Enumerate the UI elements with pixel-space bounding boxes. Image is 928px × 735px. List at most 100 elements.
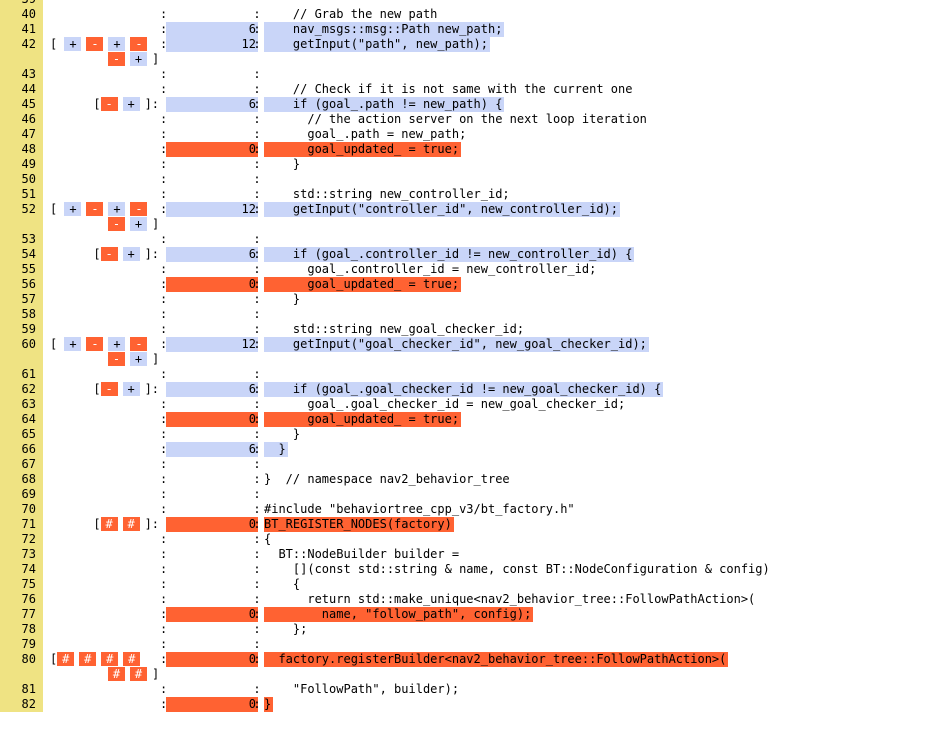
branch-taken-marker: + xyxy=(130,217,147,231)
line-number: 56 xyxy=(0,277,43,292)
line-number: 40 xyxy=(0,7,43,22)
code-line: 46:: // the action server on the next lo… xyxy=(0,112,928,127)
execution-count xyxy=(166,502,258,517)
code-line: 44:: // Check if it is not same with the… xyxy=(0,82,928,97)
code-line: 43:: xyxy=(0,67,928,82)
branch-taken-marker: + xyxy=(108,37,126,51)
line-number: 55 xyxy=(0,262,43,277)
line-number: 48 xyxy=(0,142,43,157)
separator: : xyxy=(160,637,168,651)
execution-count xyxy=(166,637,258,652)
separator: : xyxy=(253,97,261,111)
branch-taken-marker: + xyxy=(130,52,147,66)
source-code: goal_updated_ = true; xyxy=(264,277,462,292)
separator: : xyxy=(160,172,168,186)
execution-count xyxy=(166,592,258,607)
execution-count: 6 xyxy=(166,22,258,37)
code-line: 70::#include "behaviortree_cpp_v3/bt_fac… xyxy=(0,502,928,517)
line-number: 60 xyxy=(0,337,43,352)
execution-count xyxy=(166,577,258,592)
separator: : xyxy=(253,472,261,486)
source-code: } xyxy=(264,292,301,306)
separator: : xyxy=(160,652,168,666)
separator: : xyxy=(160,82,168,96)
separator: : xyxy=(253,172,261,186)
separator: : xyxy=(160,472,168,486)
separator: : xyxy=(160,502,168,516)
code-line: 76:: return std::make_unique<nav2_behavi… xyxy=(0,592,928,607)
separator: : xyxy=(160,592,168,606)
execution-count: 12 xyxy=(166,37,258,52)
code-line: 73:: BT::NodeBuilder builder = xyxy=(0,547,928,562)
separator: : xyxy=(253,412,261,426)
execution-count: 0 xyxy=(166,412,258,427)
line-number: 68 xyxy=(0,472,43,487)
code-line: 67:: xyxy=(0,457,928,472)
line-number: 51 xyxy=(0,187,43,202)
execution-count xyxy=(166,427,258,442)
source-code: } xyxy=(264,442,288,457)
branch-coverage-markers: [-+]: xyxy=(50,97,160,111)
source-code xyxy=(264,232,266,247)
line-number: 72 xyxy=(0,532,43,547)
separator: : xyxy=(160,457,168,471)
branch-not-taken-marker: - xyxy=(86,37,104,51)
separator: : xyxy=(253,652,261,666)
separator: : xyxy=(160,142,168,156)
separator: : xyxy=(160,7,168,21)
execution-count xyxy=(166,112,258,127)
separator: : xyxy=(253,67,261,81)
source-code: getInput("goal_checker_id", new_goal_che… xyxy=(264,337,649,352)
line-number: 47 xyxy=(0,127,43,142)
branch-not-executed-marker: # xyxy=(122,517,140,531)
separator: : xyxy=(253,397,261,411)
source-code: { xyxy=(264,532,272,546)
line-number: 71 xyxy=(0,517,43,532)
separator: : xyxy=(253,277,261,291)
line-number: 65 xyxy=(0,427,43,442)
line-number: 78 xyxy=(0,622,43,637)
line-number: 58 xyxy=(0,307,43,322)
separator: : xyxy=(253,622,261,636)
source-code xyxy=(264,637,266,652)
execution-count xyxy=(166,457,258,472)
separator: : xyxy=(253,142,261,156)
branch-taken-marker: + xyxy=(64,337,82,351)
branch-taken-marker: + xyxy=(122,97,140,111)
separator: : xyxy=(253,382,261,396)
source-code xyxy=(264,367,266,382)
code-line: 78:: }; xyxy=(0,622,928,637)
separator: : xyxy=(160,157,168,171)
separator: : xyxy=(253,112,261,126)
source-code: BT::NodeBuilder builder = xyxy=(264,547,460,561)
line-number: 46 xyxy=(0,112,43,127)
separator: : xyxy=(160,532,168,546)
branch-coverage-markers: [##]: xyxy=(50,517,160,531)
separator: : xyxy=(253,547,261,561)
separator: : xyxy=(253,637,261,651)
separator: : xyxy=(253,7,261,21)
separator: : xyxy=(253,127,261,141)
source-code: goal_.controller_id = new_controller_id; xyxy=(264,262,597,276)
separator: : xyxy=(253,562,261,576)
separator: : xyxy=(253,502,261,516)
branch-continuation-line: -+] xyxy=(0,217,928,232)
execution-count xyxy=(166,487,258,502)
line-number: 49 xyxy=(0,157,43,172)
separator: : xyxy=(253,487,261,501)
branch-taken-marker: + xyxy=(130,352,147,366)
execution-count xyxy=(166,232,258,247)
separator: : xyxy=(160,337,168,351)
execution-count: 12 xyxy=(166,337,258,352)
separator: : xyxy=(160,487,168,501)
source-code: } xyxy=(264,157,301,171)
separator: : xyxy=(253,532,261,546)
